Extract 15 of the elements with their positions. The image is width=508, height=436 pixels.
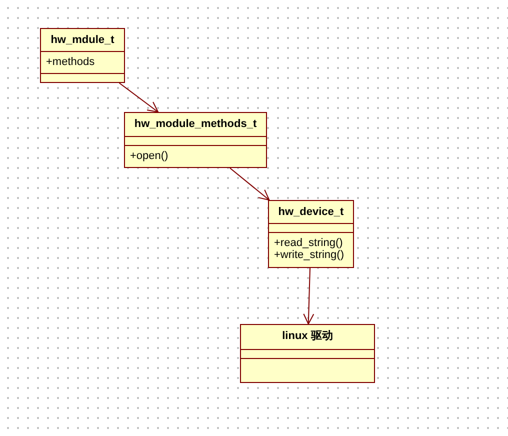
class-box	[240, 324, 375, 383]
class-name: hw_device_t	[277, 206, 345, 218]
class-name: hw_mdule_t	[50, 34, 116, 46]
operation-text: +write_string()	[273, 249, 345, 261]
operation-text: +open()	[129, 150, 170, 162]
operation-text: +read_string()	[273, 237, 344, 249]
class-box	[124, 112, 267, 168]
class-name: hw_module_methods_t	[133, 118, 258, 130]
arrow	[229, 168, 270, 200]
class-box	[268, 200, 354, 268]
attribute-text: +methods	[45, 56, 96, 68]
arrow	[118, 82, 159, 112]
arrow	[303, 268, 314, 324]
class-name: linux 驱动	[281, 330, 334, 342]
class-box	[40, 28, 125, 83]
